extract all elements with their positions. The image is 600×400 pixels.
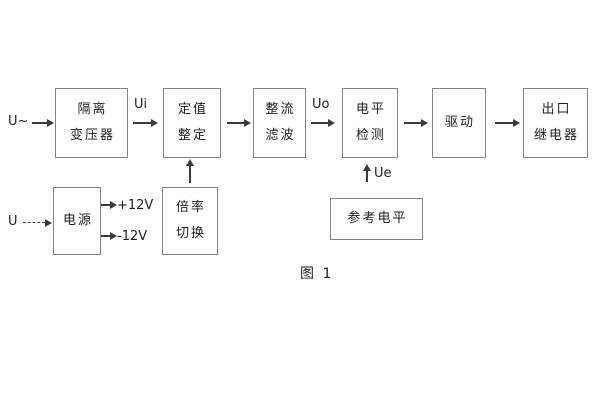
block-label-line: 参考电平 [347,211,408,226]
label-plus-12v: +12V [117,198,154,213]
block-label-line: 出口 [541,102,572,117]
label-signal-ue: Ue [374,166,392,181]
arrow-ac-input-to-isolation-transformer [32,119,54,126]
block-isolation-transformer: 隔离 变压器 [55,88,128,158]
block-ratio-switching: 倍率 切换 [162,187,218,255]
block-label-line: 倍率 [175,200,206,215]
block-power-supply: 电源 [53,187,101,255]
block-label-line: 电平 [355,102,386,117]
block-label-line: 滤波 [265,128,296,143]
block-reference-level: 参考电平 [330,198,423,240]
figure-caption: 图 1 [300,266,334,282]
block-label-line: 隔离 [77,102,108,117]
block-label-line: 电源 [62,213,93,228]
label-minus-12v: -12V [117,229,148,244]
label-signal-ui: Ui [134,97,148,112]
block-output-relay: 出口 继电器 [523,88,588,158]
block-level-detection: 电平 检测 [342,88,398,158]
block-label-line: 继电器 [533,128,579,143]
label-ac-input: U~ [8,114,29,129]
arrow-rectifier-filter-to-level-detection [311,119,335,126]
block-label-line: 变压器 [69,128,115,143]
block-label-line: 切换 [175,226,206,241]
arrow-value-setting-to-rectifier-filter [227,119,251,126]
arrow-power-supply-to-plus-12v [101,201,117,208]
block-label-line: 驱动 [444,115,475,130]
label-signal-uo: Uo [312,97,330,112]
arrow-drive-to-output-relay [495,119,520,126]
block-rectifier-filter: 整流 滤波 [253,88,306,158]
arrow-isolation-transformer-to-value-setting [133,119,158,126]
block-label-line: 检测 [355,128,386,143]
block-label-line: 整流 [265,102,296,117]
block-drive: 驱动 [432,88,486,158]
arrow-ratio-switching-to-value-setting [186,159,193,183]
arrow-dc-input-to-power-supply [23,218,52,227]
arrow-reference-level-to-level-detection [363,164,370,182]
block-label-line: 定值 [177,102,208,117]
arrow-level-detection-to-drive [404,119,428,126]
label-dc-input: U [8,214,18,229]
block-value-setting: 定值 整定 [163,88,221,158]
arrow-power-supply-to-minus-12v [101,232,117,239]
block-label-line: 整定 [177,128,208,143]
